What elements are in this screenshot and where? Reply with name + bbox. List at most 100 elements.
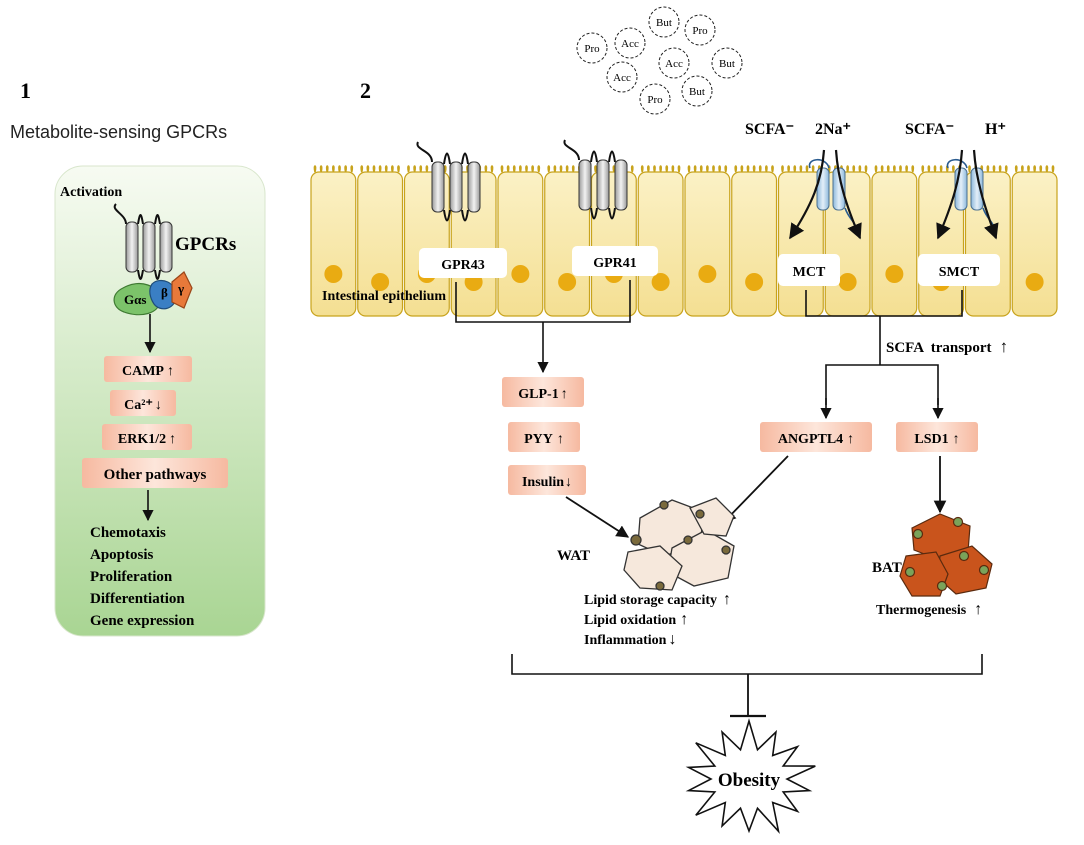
pathway-box-camp	[104, 356, 192, 382]
bat-effect: Thermogenesis↑	[876, 601, 982, 618]
lsd1-box	[896, 422, 978, 452]
cell-nucleus	[885, 265, 904, 283]
pathway-list: CAMP↑ Ca²⁺↓ ERK1/2↑ Other pathways	[82, 356, 228, 488]
epithelial-cell	[1011, 171, 1058, 317]
hormone-box-glp1	[502, 377, 584, 407]
microvilli	[1014, 165, 1055, 173]
svg-text:Acc: Acc	[621, 38, 639, 50]
lsd1-label: LSD1↑	[914, 432, 959, 447]
mct-label: MCT	[793, 265, 826, 280]
epithelial-cell	[637, 171, 684, 317]
cell-nucleus	[324, 265, 343, 283]
microvilli	[921, 165, 961, 173]
microvilli	[687, 165, 728, 173]
wat-effect-item: Lipid storage capacity↑	[584, 591, 731, 608]
hormone-pyy: PYY↑	[524, 432, 564, 447]
svg-text:But: But	[689, 86, 705, 98]
microvilli	[360, 165, 400, 173]
svg-text:Acc: Acc	[613, 72, 631, 84]
epithelium-label: Intestinal epithelium	[322, 289, 446, 304]
transporter-split-line	[825, 364, 939, 405]
smct-h-label: H⁺	[985, 121, 1006, 138]
gpcr-receptor-icon	[113, 203, 173, 280]
pathway-box-erk	[102, 424, 192, 450]
wat-effect-item: Inflammation↓	[584, 631, 676, 648]
smct-flow-arrow	[936, 149, 964, 240]
epithelial-cell	[497, 171, 544, 317]
gpr43-box	[419, 248, 507, 278]
pathway-box-other	[82, 458, 228, 488]
epithelial-cell	[824, 171, 871, 317]
angptl4-to-wat-arrow	[723, 455, 789, 523]
gpr43-label: GPR43	[441, 258, 485, 273]
cell-nucleus	[698, 265, 717, 283]
hormone-to-wat-arrow	[565, 496, 630, 538]
pathway-calcium: Ca²⁺↓	[124, 398, 162, 413]
microvilli	[827, 165, 868, 173]
gpcrs-label: GPCRs	[175, 234, 236, 255]
gpr41-box	[572, 246, 658, 276]
scfa-molecule: Acc	[658, 47, 690, 79]
smct-box	[918, 254, 1000, 286]
microvilli	[313, 165, 354, 173]
pathway-camp: CAMP↑	[122, 364, 174, 379]
scfa-molecule: But	[648, 6, 680, 38]
pathway-erk: ERK1/2↑	[118, 432, 176, 447]
panel1-number: 1	[20, 78, 31, 103]
mct-scfa-label: SCFA⁻	[745, 121, 794, 138]
activation-label: Activation	[60, 185, 122, 200]
outcome-item: Chemotaxis	[90, 525, 166, 541]
scfa-molecule-cloud: Pro Acc But Pro Acc Acc But Pro But	[576, 6, 743, 115]
svg-text:Pro: Pro	[584, 43, 600, 55]
scfa-molecule: Acc	[614, 27, 646, 59]
scfa-molecule: Acc	[606, 61, 638, 93]
cell-nucleus	[371, 273, 390, 291]
hormone-glp1: GLP-1↑	[518, 387, 567, 402]
cell-nucleus	[838, 273, 857, 291]
panel1-title: Metabolite-sensing GPCRs	[10, 122, 227, 142]
svg-text:But: But	[719, 58, 735, 70]
microvilli	[547, 165, 587, 173]
svg-text:Pro: Pro	[647, 94, 663, 106]
obesity-starburst	[685, 718, 816, 834]
panel2-number: 2	[360, 78, 371, 103]
wat-effects: Lipid storage capacity↑ Lipid oxidation↑…	[584, 591, 731, 648]
microvilli	[734, 165, 774, 173]
g-alpha-label: Gαs	[124, 292, 146, 307]
scfa-molecule: Pro	[576, 32, 608, 64]
pathway-other: Other pathways	[104, 467, 207, 483]
bottom-bracket-line	[511, 654, 983, 675]
gpr41-receptor-icon	[563, 139, 628, 220]
gpr41-label: GPR41	[593, 256, 637, 271]
scfa-transport-label: SCFA transport↑	[886, 337, 1008, 356]
obesity-label: Obesity	[718, 770, 781, 791]
g-gamma-label: γ	[177, 281, 184, 296]
microvilli	[874, 165, 915, 173]
mct-flow-arrow	[834, 149, 862, 240]
outcome-item: Gene expression	[90, 613, 195, 629]
smct-transporter-icon	[936, 149, 999, 240]
hormone-insulin: Insulin↓	[522, 475, 572, 490]
mct-transporter-icon	[789, 149, 862, 240]
scfa-molecule: But	[681, 75, 713, 107]
mct-box	[778, 254, 840, 286]
g-protein-complex	[113, 271, 193, 316]
microvilli	[781, 165, 821, 173]
scfa-molecule: Pro	[684, 14, 716, 46]
smct-label: SMCT	[939, 265, 980, 280]
outcome-list: Chemotaxis Apoptosis Proliferation Diffe…	[90, 525, 195, 629]
mct-flow-arrow	[789, 149, 826, 240]
cell-nucleus	[745, 273, 764, 291]
bat-label: BAT	[872, 560, 902, 576]
hormone-box-pyy	[508, 422, 580, 452]
microvilli	[500, 165, 541, 173]
cell-nucleus	[558, 273, 577, 291]
epithelial-cell	[684, 171, 731, 317]
cell-nucleus	[1025, 273, 1044, 291]
wat-effect-item: Lipid oxidation↑	[584, 611, 688, 628]
microvilli	[640, 165, 681, 173]
mct-na-label: 2Na⁺	[815, 121, 851, 138]
angptl4-label: ANGPTL4↑	[778, 432, 854, 447]
wat-adipocytes-icon	[623, 497, 735, 591]
svg-text:But: But	[656, 17, 672, 29]
